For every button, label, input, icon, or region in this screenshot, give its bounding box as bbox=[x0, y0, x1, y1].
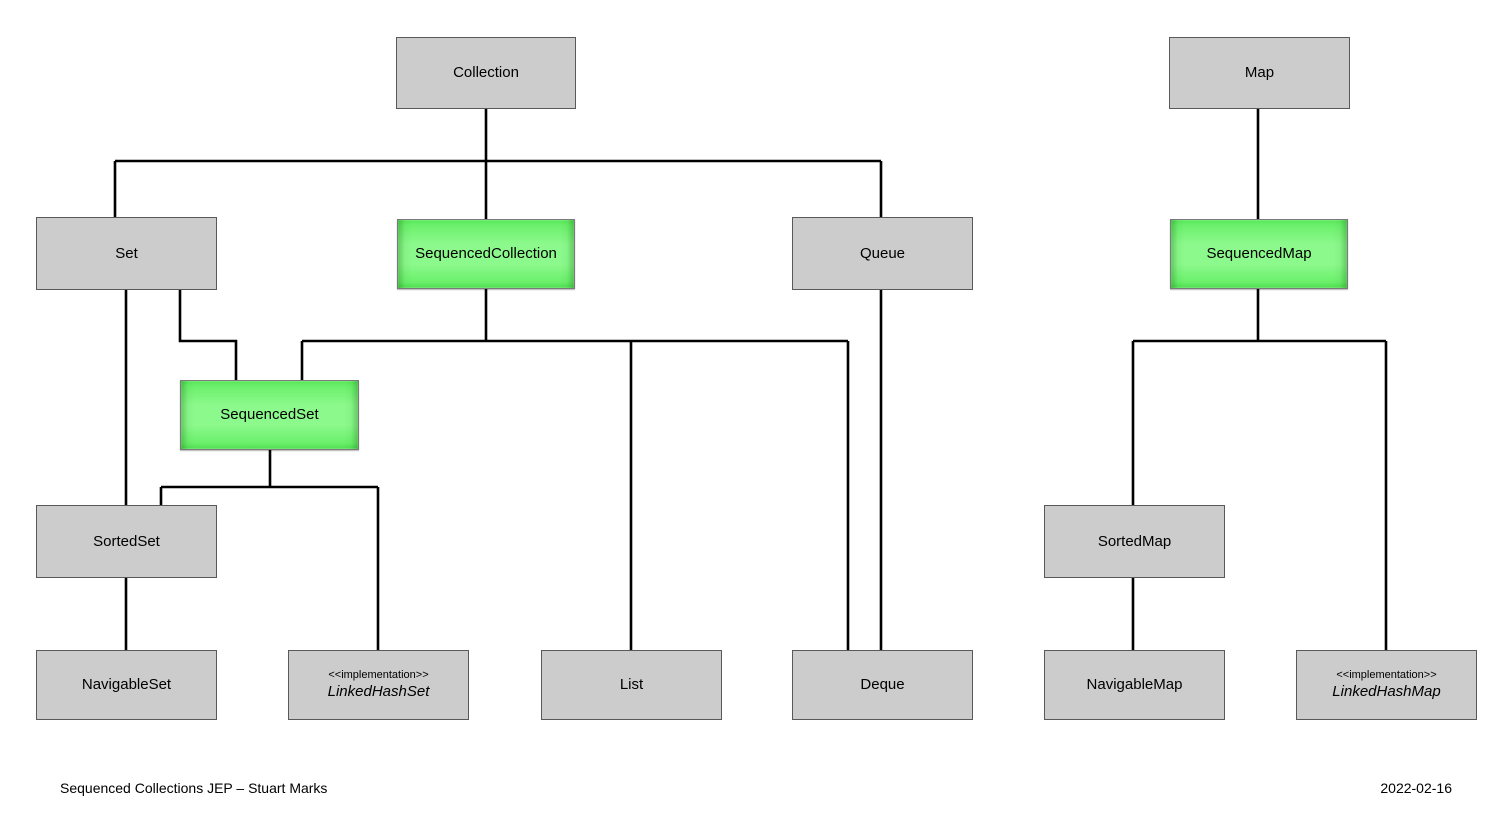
class-node-linkedhashset[interactable]: <<implementation>>LinkedHashSet bbox=[288, 650, 469, 720]
class-node-deque[interactable]: Deque bbox=[792, 650, 973, 720]
class-name-label: SortedSet bbox=[93, 532, 160, 550]
footer-attribution: Sequenced Collections JEP – Stuart Marks bbox=[60, 780, 328, 796]
class-name-label: Deque bbox=[860, 676, 905, 694]
stereotype-label: <<implementation>> bbox=[1336, 668, 1437, 681]
class-name-label: SequencedSet bbox=[220, 406, 319, 424]
class-node-collection[interactable]: Collection bbox=[396, 37, 576, 109]
class-node-seqcollection[interactable]: SequencedCollection bbox=[397, 219, 575, 289]
class-node-map[interactable]: Map bbox=[1169, 37, 1350, 109]
class-node-sortedset[interactable]: SortedSet bbox=[36, 505, 217, 578]
class-node-seqset[interactable]: SequencedSet bbox=[180, 380, 359, 450]
class-name-label: SequencedMap bbox=[1206, 245, 1312, 263]
class-name-label: SequencedCollection bbox=[415, 245, 557, 263]
class-name-label: List bbox=[619, 676, 644, 694]
footer-date: 2022-02-16 bbox=[1380, 780, 1452, 796]
class-node-list[interactable]: List bbox=[541, 650, 722, 720]
class-name-label: SortedMap bbox=[1097, 532, 1172, 550]
class-node-linkedhashmap[interactable]: <<implementation>>LinkedHashMap bbox=[1296, 650, 1477, 720]
class-node-navigableset[interactable]: NavigableSet bbox=[36, 650, 217, 720]
class-node-set[interactable]: Set bbox=[36, 217, 217, 290]
class-name-label: LinkedHashSet bbox=[327, 682, 430, 700]
class-name-label: NavigableSet bbox=[81, 676, 172, 694]
class-node-navigablemap[interactable]: NavigableMap bbox=[1044, 650, 1225, 720]
class-name-label: Map bbox=[1244, 64, 1275, 82]
class-name-label: Queue bbox=[859, 244, 906, 262]
class-node-queue[interactable]: Queue bbox=[792, 217, 973, 290]
class-name-label: LinkedHashMap bbox=[1332, 682, 1441, 700]
class-name-label: NavigableMap bbox=[1086, 676, 1183, 694]
class-name-label: Collection bbox=[453, 64, 519, 82]
class-node-seqmap[interactable]: SequencedMap bbox=[1170, 219, 1348, 289]
class-node-sortedmap[interactable]: SortedMap bbox=[1044, 505, 1225, 578]
class-name-label: Set bbox=[115, 244, 138, 262]
stereotype-label: <<implementation>> bbox=[328, 668, 429, 681]
